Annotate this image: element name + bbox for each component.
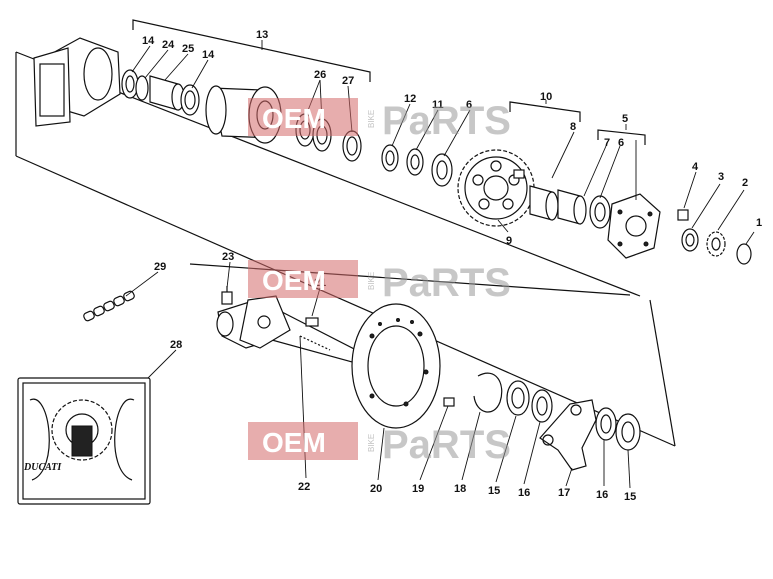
callout-24: 24 <box>162 39 175 51</box>
bolt-19 <box>443 397 455 407</box>
callout-25: 25 <box>182 43 194 55</box>
bracket-10 <box>509 101 581 122</box>
callout-20: 20 <box>370 483 382 495</box>
watermark-bike: BIKE <box>367 272 376 290</box>
brake-disc-20 <box>351 303 441 429</box>
callout-28: 28 <box>170 339 182 351</box>
callout-29: 29 <box>154 261 166 273</box>
nut-4 <box>677 209 689 221</box>
callout-10: 10 <box>540 91 552 103</box>
grease-nipple-23 <box>221 286 233 305</box>
bracket-5 <box>597 129 646 145</box>
leader-lines <box>125 40 755 489</box>
callout-14-right: 14 <box>202 49 215 61</box>
ring-11 <box>406 148 424 176</box>
ring-6-top <box>431 153 453 187</box>
watermark-oem: OEM <box>262 265 326 296</box>
washer-3 <box>681 228 699 252</box>
bearing-14-left <box>121 69 139 99</box>
callout-22: 22 <box>298 481 310 493</box>
callout-15-left: 15 <box>488 485 500 497</box>
washer-6-right <box>589 195 611 229</box>
callout-5: 5 <box>622 113 628 125</box>
watermark-top: OEM BIKE PaRTS <box>248 98 511 143</box>
callout-23: 23 <box>222 251 234 263</box>
watermark-middle: OEM BIKE PaRTS <box>248 260 511 305</box>
callout-2: 2 <box>742 177 748 189</box>
callout-27: 27 <box>342 75 354 87</box>
callout-labels: 1 2 3 4 5 6 6 7 8 9 10 11 12 13 14 14 15… <box>142 29 762 503</box>
wheel-shaft-22 <box>216 295 361 363</box>
callout-11: 11 <box>432 99 444 111</box>
callout-1: 1 <box>756 217 762 229</box>
callout-13: 13 <box>256 29 268 41</box>
sticker-logo: DUCATI <box>23 462 62 473</box>
callout-16-left: 16 <box>518 487 530 499</box>
callout-4: 4 <box>692 161 699 173</box>
callout-3: 3 <box>718 171 724 183</box>
bearing-16-left <box>531 389 553 423</box>
bracket-13 <box>132 19 371 82</box>
circlip-1 <box>736 243 752 265</box>
seal-15-right <box>615 413 641 451</box>
watermark-bike: BIKE <box>367 110 376 128</box>
nut-2 <box>706 231 726 257</box>
callout-9: 9 <box>506 235 512 247</box>
callout-14-left: 14 <box>142 35 155 47</box>
callout-17: 17 <box>558 487 570 499</box>
bolt-21 <box>305 317 319 327</box>
callout-16-right: 16 <box>596 489 608 501</box>
watermark-oem: OEM <box>262 103 326 134</box>
callout-19: 19 <box>412 483 424 495</box>
caliper-bracket-17 <box>539 399 597 471</box>
callout-8: 8 <box>570 121 576 133</box>
callout-7: 7 <box>604 137 610 149</box>
watermark-bike: BIKE <box>367 434 376 452</box>
nut-4-small <box>513 169 525 179</box>
circlip-18 <box>473 372 503 413</box>
spacers-8 <box>529 185 587 225</box>
watermark-oem: OEM <box>262 427 326 458</box>
watermark-parts: PaRTS <box>382 99 511 143</box>
bearing-14-right <box>180 84 200 116</box>
sticker-28: DUCATI <box>17 377 151 505</box>
watermark-bottom: OEM BIKE PaRTS <box>248 422 511 467</box>
callout-18: 18 <box>454 483 466 495</box>
spacer-24 <box>135 75 149 101</box>
callout-6-top: 6 <box>466 99 472 111</box>
callout-15-right: 15 <box>624 491 636 503</box>
ring-12 <box>381 144 399 172</box>
seal-27 <box>342 130 362 162</box>
callout-12: 12 <box>404 93 416 105</box>
watermark-parts: PaRTS <box>382 261 511 305</box>
callout-26: 26 <box>314 69 326 81</box>
watermark-parts: PaRTS <box>382 423 511 467</box>
seal-15-left <box>506 380 530 416</box>
sprocket-9 <box>457 149 535 227</box>
bearing-16-right <box>595 407 617 441</box>
chain-29 <box>83 290 135 322</box>
callout-6-right: 6 <box>618 137 624 149</box>
sprocket-flange-5 <box>607 193 661 259</box>
wheel-hub-housing <box>33 37 121 127</box>
sleeve-25 <box>149 75 185 111</box>
